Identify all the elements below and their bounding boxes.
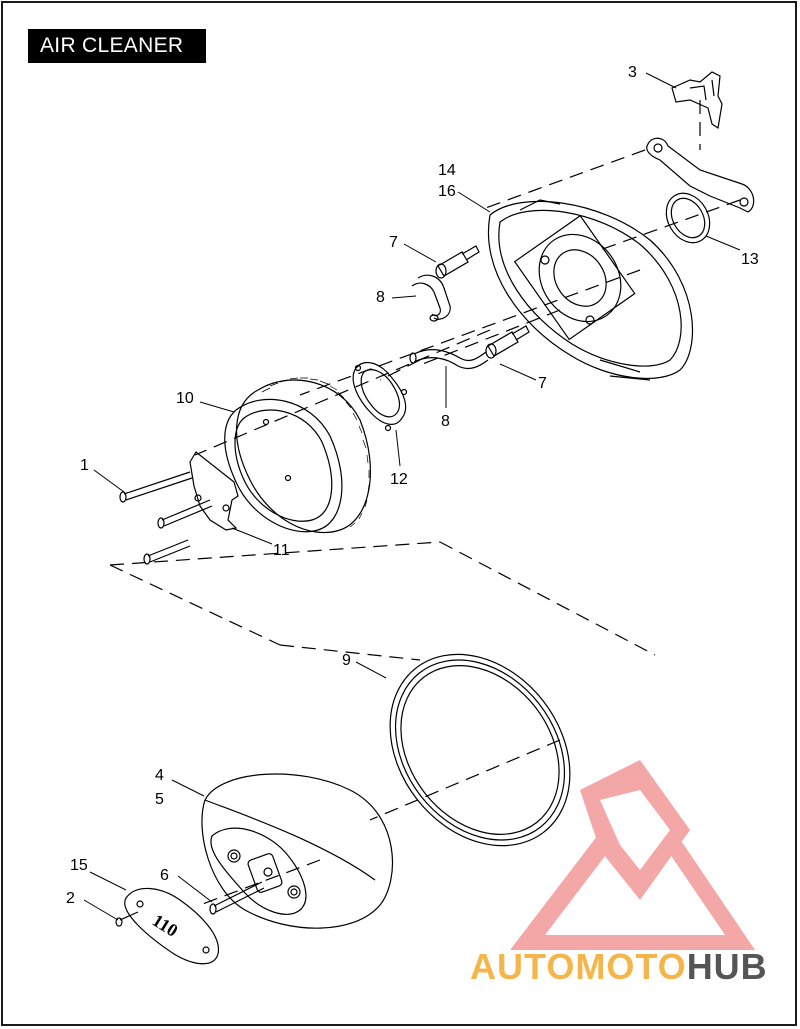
part-10-filter-element <box>224 377 371 534</box>
callout-14: 14 <box>438 162 456 179</box>
leader-lines <box>83 72 741 921</box>
callout-2: 2 <box>66 890 75 907</box>
watermark-logo <box>510 760 755 950</box>
callout-6: 6 <box>160 867 169 884</box>
emblem-badge-text: 110 <box>149 910 182 941</box>
callout-5: 5 <box>155 791 164 808</box>
filter-pleats <box>261 377 370 528</box>
support-plate <box>646 137 755 213</box>
callout-8-upper: 8 <box>376 289 385 306</box>
part-1-screw-a <box>119 471 193 503</box>
callout-3: 3 <box>628 64 637 81</box>
callout-16: 16 <box>438 183 456 200</box>
watermark-hub: HUB <box>686 946 768 987</box>
part-6-screw <box>209 881 265 915</box>
part-9-seal-ring <box>389 653 571 847</box>
callout-4: 4 <box>155 767 164 784</box>
part-13-ring <box>665 192 711 244</box>
part-15-emblem <box>124 887 220 965</box>
part-4-cover <box>201 773 394 929</box>
part-1-screw-c <box>143 539 191 565</box>
part-12-gasket <box>352 361 408 432</box>
callout-13: 13 <box>741 251 759 268</box>
part-8-hose-lower <box>409 349 489 370</box>
callout-11: 11 <box>273 542 290 559</box>
part-7-bolt-lower <box>485 325 530 359</box>
watermark-moto: MOTO <box>575 946 687 987</box>
page-title: AIR CLEANER <box>28 29 206 63</box>
part-1-screw-b <box>157 499 213 529</box>
part-8-hose-upper <box>411 274 451 322</box>
callout-7-upper: 7 <box>389 234 398 251</box>
callout-9: 9 <box>342 652 351 669</box>
part-2-screw <box>115 911 139 927</box>
part-3-bracket <box>671 71 723 130</box>
part-7-bolt-upper <box>435 245 480 279</box>
part-11-bracket <box>189 451 239 531</box>
callout-7-lower: 7 <box>538 375 547 392</box>
watermark-auto: AUTO <box>470 946 576 987</box>
callout-12: 12 <box>390 471 408 488</box>
callout-labels: 3 14 16 13 7 8 7 8 12 10 1 11 9 4 5 6 15… <box>66 64 759 907</box>
callout-10: 10 <box>176 390 194 407</box>
part-14-backplate <box>488 199 694 381</box>
callout-15: 15 <box>70 857 88 874</box>
callout-8-lower: 8 <box>441 413 450 430</box>
callout-1: 1 <box>80 457 89 474</box>
watermark-text: AUTOMOTOHUB <box>470 946 768 988</box>
